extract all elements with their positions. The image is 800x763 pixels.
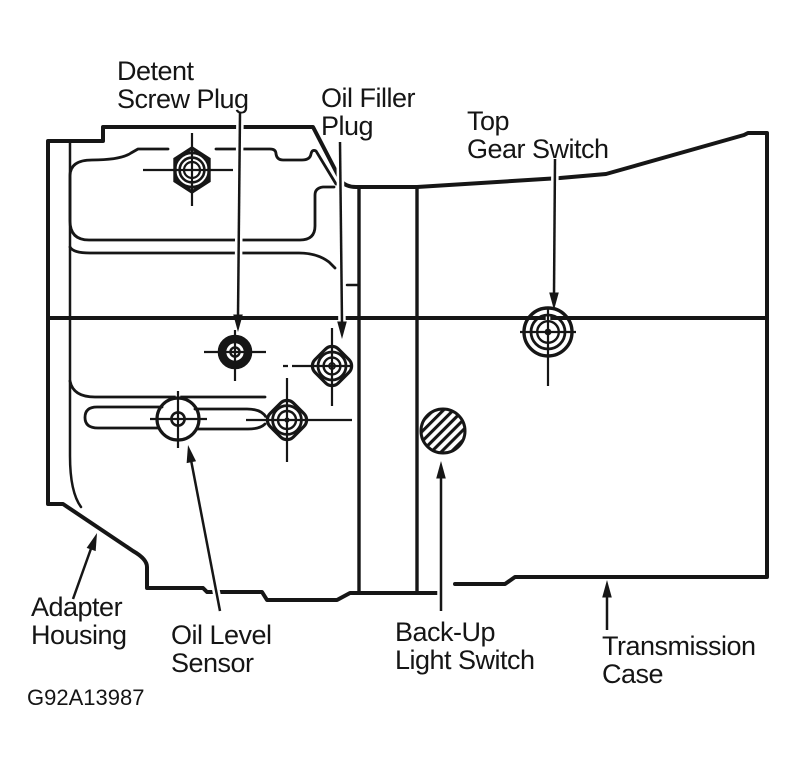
- label-line: Gear Switch: [467, 134, 609, 164]
- label-oil-level-sensor: Oil Level Sensor: [171, 621, 272, 677]
- top-gear-switch-arrow: [549, 158, 559, 310]
- oil-level-sensor-symbol: [155, 396, 201, 442]
- label-transmission-case: Transmission Case: [602, 632, 756, 688]
- label-line: Oil Filler: [321, 83, 416, 113]
- label-line: Housing: [31, 620, 127, 650]
- oil-filler-plug-symbol: [310, 344, 354, 388]
- callout-arrows: [69, 112, 612, 630]
- backup-light-switch-symbol: [419, 407, 467, 455]
- backup-light-switch-arrow: [436, 461, 446, 611]
- oil-level-sensor-arrow: [186, 445, 224, 612]
- oil-filler-plug-arrow: [336, 141, 347, 339]
- adapter-housing-arrow: [69, 533, 97, 601]
- component-symbols: [155, 145, 574, 455]
- label-line: Plug: [321, 111, 374, 141]
- label-detent-screw-plug: Detent Screw Plug: [117, 57, 249, 113]
- transmission-case-arrow: [602, 580, 612, 630]
- transmission-case-outline: [46, 125, 769, 602]
- hex-bolt-centermark: [143, 133, 233, 206]
- top-gear-switch-symbol: [522, 306, 574, 358]
- lower-plug-symbol: [265, 398, 309, 442]
- label-backup-light-switch: Back-Up Light Switch: [395, 618, 535, 674]
- label-line: Light Switch: [395, 645, 535, 675]
- label-line: Adapter: [31, 592, 123, 622]
- label-oil-filler-plug: Oil Filler Plug: [321, 83, 416, 141]
- label-line: Back-Up: [395, 617, 496, 647]
- oil-filler-centermark: [283, 328, 352, 406]
- label-top-gear-switch: Top Gear Switch: [467, 107, 609, 163]
- label-line: Sensor: [171, 648, 254, 678]
- figure-reference-code: G92A13987: [27, 685, 145, 710]
- label-line: Detent: [117, 56, 194, 86]
- housing-and-case-outline: [46, 125, 769, 602]
- label-line: Screw Plug: [117, 84, 249, 114]
- label-adapter-housing: Adapter Housing: [31, 593, 127, 649]
- hex-bolt-symbol: [173, 145, 211, 195]
- detent-screw-plug-symbol: [217, 334, 253, 370]
- bell-housing-flange-lines: [357, 185, 419, 594]
- adapter-housing-inner-ribs: [68, 141, 361, 509]
- label-line: Top: [467, 106, 510, 136]
- label-line: Transmission: [602, 631, 756, 661]
- label-line: Oil Level: [171, 620, 272, 650]
- detent-screw-plug-arrow: [233, 112, 244, 332]
- lower-plug-centermark: [246, 378, 352, 462]
- label-line: Case: [602, 659, 664, 689]
